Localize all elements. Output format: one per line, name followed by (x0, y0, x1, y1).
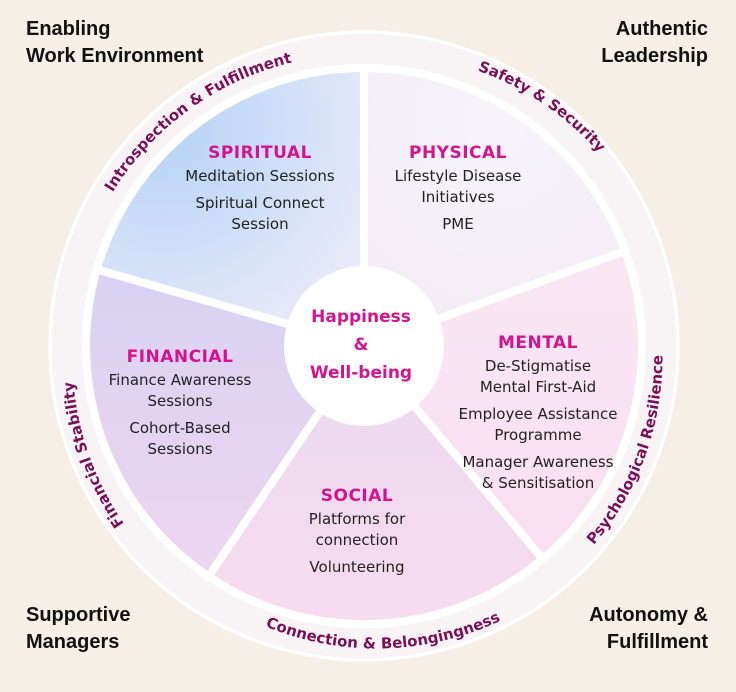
corner-line: Enabling (26, 18, 111, 40)
segment-item: Platforms for connection (308, 510, 406, 549)
segment-shape-social (204, 342, 547, 629)
segment-title: SPIRITUAL (208, 143, 312, 163)
corner-line: Work Environment (26, 45, 204, 67)
center-circle (284, 266, 444, 426)
segment-item: Manager Awareness & Sensitisation (462, 453, 614, 492)
corner-line: Autonomy & (589, 604, 708, 626)
segment-shape-physical (360, 64, 630, 350)
segment-spiritual: SPIRITUAL Meditation Sessions Spiritual … (160, 143, 360, 241)
segment-mental: MENTAL De-Stigmatise Mental First-Aid Em… (438, 333, 638, 500)
center-line: Happiness (311, 307, 411, 327)
corner-label-top-left: Enabling Work Environment (26, 16, 203, 70)
segment-item: Meditation Sessions (185, 167, 335, 185)
segment-item: Lifestyle Disease Initiatives (394, 167, 522, 206)
center-line: Well-being (309, 363, 413, 383)
segment-title: SOCIAL (320, 486, 394, 506)
segment-social: SOCIAL Platforms for connection Voluntee… (257, 486, 457, 584)
segment-shape-spiritual (92, 64, 368, 350)
segment-item: De-Stigmatise Mental First-Aid (479, 357, 597, 396)
corner-line: Fulfillment (606, 631, 708, 653)
corner-label-top-right: Authentic Leadership (601, 16, 708, 70)
corner-label-bottom-right: Autonomy & Fulfillment (589, 602, 708, 656)
corner-line: Managers (26, 631, 120, 653)
segment-item: PME (442, 215, 474, 233)
center-label: Happiness & Well-being (283, 303, 439, 387)
corner-line: Authentic (615, 18, 708, 40)
segment-financial: FINANCIAL Finance Awareness Sessions Coh… (90, 347, 270, 466)
segment-item: Spiritual Connect Session (195, 194, 325, 233)
segment-physical: PHYSICAL Lifestyle Disease Initiatives P… (370, 143, 546, 241)
segment-item: Finance Awareness Sessions (108, 371, 252, 410)
center-line: & (353, 335, 369, 355)
corner-label-bottom-left: Supportive Managers (26, 602, 130, 656)
segment-item: Volunteering (309, 558, 405, 576)
segment-title: PHYSICAL (408, 143, 508, 163)
corner-line: Supportive (26, 604, 131, 626)
corner-line: Leadership (601, 45, 708, 67)
segment-item: Employee Assistance Programme (458, 405, 618, 444)
segment-item: Cohort-Based Sessions (129, 419, 231, 458)
segment-title: MENTAL (497, 333, 579, 353)
segment-title: FINANCIAL (126, 347, 234, 367)
